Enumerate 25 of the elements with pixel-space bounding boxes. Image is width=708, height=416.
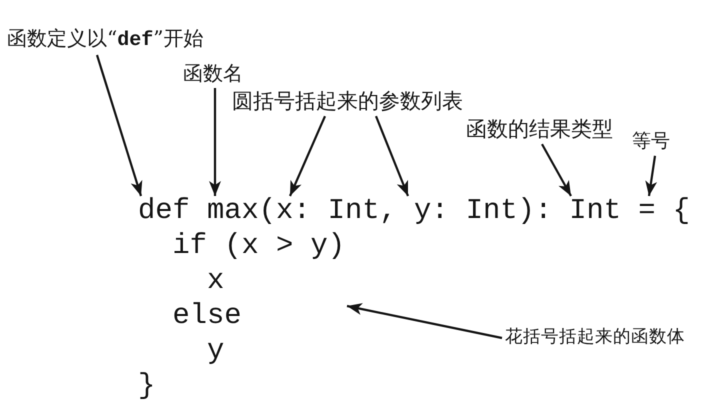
code-line: if (x > y) — [172, 232, 346, 261]
code-punctuation: { — [672, 197, 690, 226]
annotation-label: 等号 — [632, 131, 670, 153]
annotation-label: 函数名 — [183, 62, 243, 85]
leader-arrow — [289, 116, 326, 196]
leader-arrow — [346, 303, 502, 340]
annotation-label: 花括号括起来的函数体 — [505, 327, 685, 348]
leader-arrow — [645, 156, 658, 196]
code-line: y — [207, 337, 224, 366]
leader-arrow — [541, 144, 572, 197]
annotation-label: 函数的结果类型 — [466, 117, 613, 142]
result-type: Int — [569, 197, 622, 226]
code-punctuation: } — [138, 372, 156, 401]
code-line: else — [172, 302, 242, 331]
leader-arrow — [96, 54, 142, 196]
parameter-list: (x: Int, y: Int) — [258, 197, 535, 226]
function-name: max — [207, 197, 259, 226]
equals-sign: = — [638, 197, 656, 226]
leader-arrow — [374, 116, 410, 196]
code-line: x — [207, 267, 224, 296]
annotation-label: 圆括号括起来的参数列表 — [232, 89, 463, 114]
leader-arrow — [209, 88, 221, 196]
code-keyword: def — [138, 197, 190, 226]
code-punctuation: : — [534, 197, 552, 226]
annotation-label: 函数定义以“def”开始 — [7, 27, 204, 52]
